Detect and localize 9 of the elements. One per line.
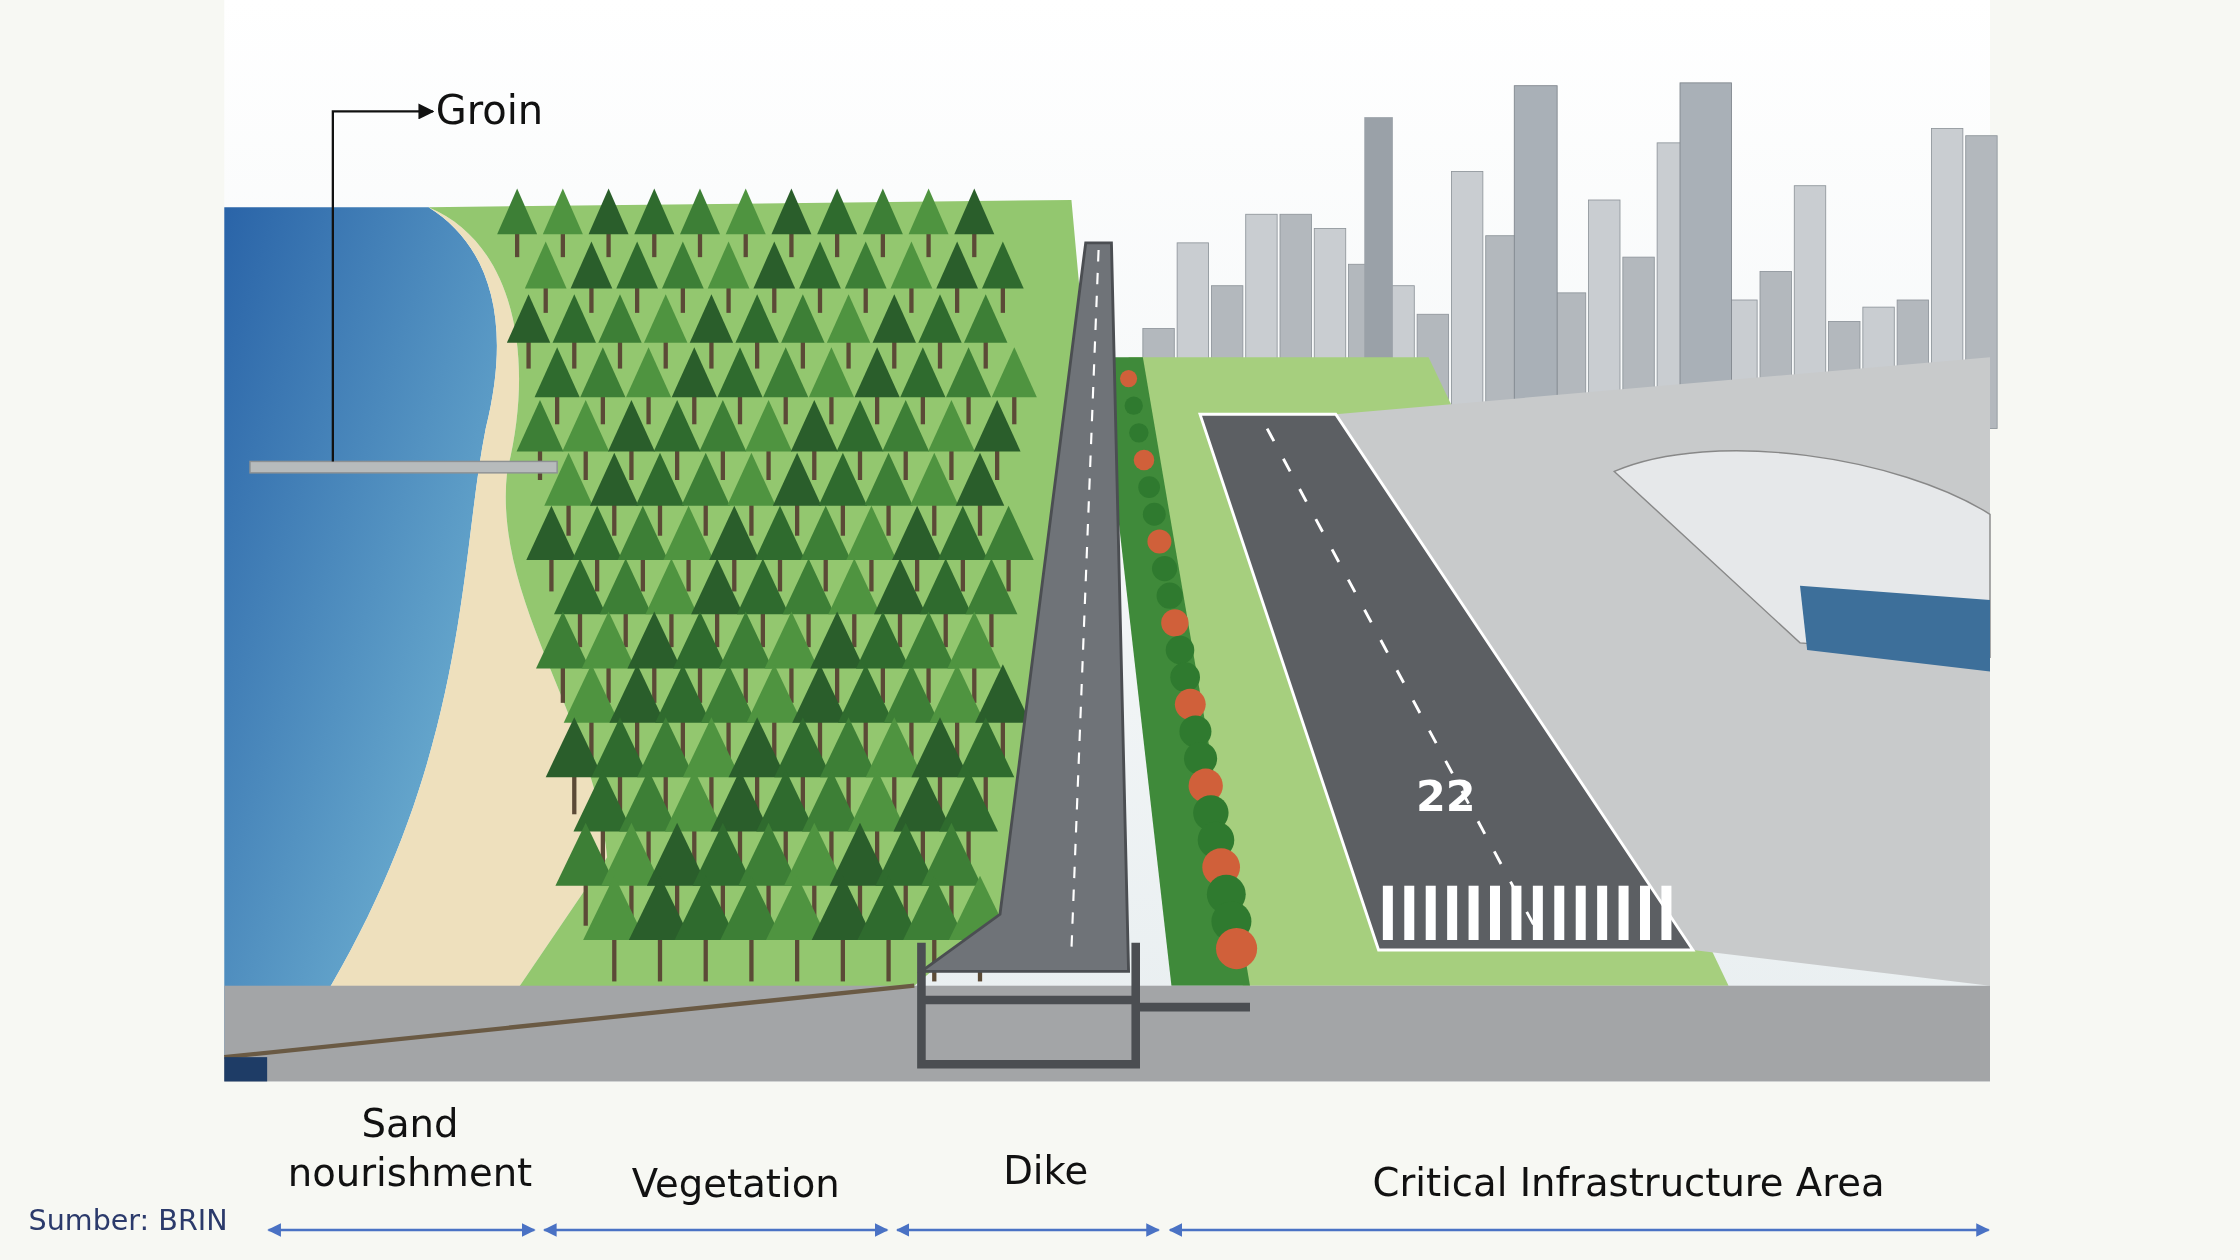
runway-number: 22 [1415, 771, 1476, 822]
zone-label: Sand nourishment [286, 1100, 534, 1196]
zone-label: Critical Infrastructure Area [1371, 1159, 1886, 1207]
callout-label: Groin [435, 82, 544, 140]
zone-label: Vegetation [630, 1160, 841, 1208]
source-caption: Sumber: BRIN [28, 1202, 228, 1239]
groin-structure [249, 460, 558, 474]
zone-label: Dike [1002, 1147, 1090, 1195]
leader-line [331, 103, 435, 462]
